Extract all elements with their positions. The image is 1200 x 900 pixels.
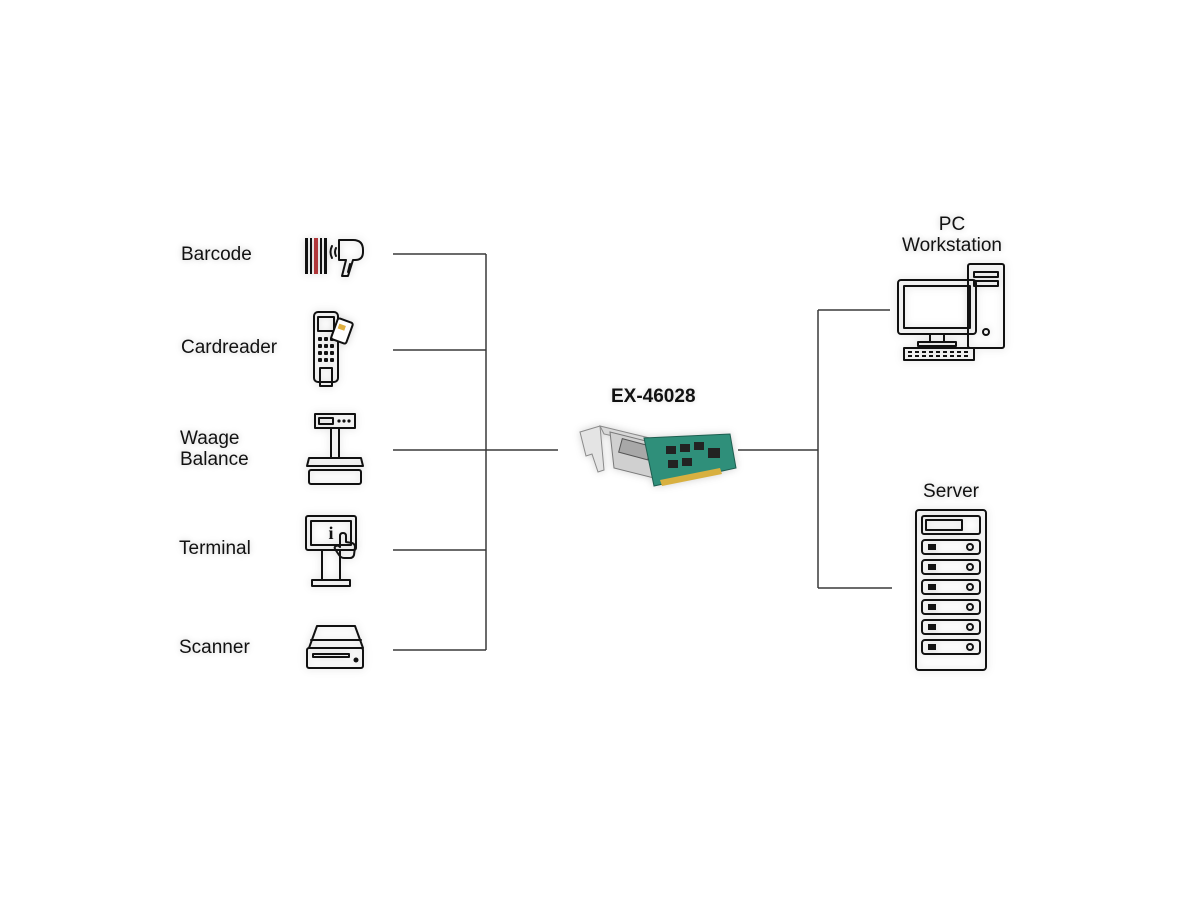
card-reader-icon (313, 311, 354, 387)
target-label-server: Server (923, 481, 979, 502)
pc-workstation-icon (897, 263, 1005, 361)
device-connector-lines (393, 253, 558, 651)
scale-icon (306, 413, 364, 485)
flatbed-scanner-icon (306, 625, 364, 669)
target-label-pc-workstation: PC Workstation (902, 214, 1002, 256)
card-model-label: EX-46028 (611, 386, 696, 407)
device-label-cardreader: Cardreader (181, 337, 278, 358)
device-label-barcode: Barcode (181, 244, 252, 265)
svg-text:i: i (328, 523, 333, 543)
device-label-terminal: Terminal (179, 538, 251, 559)
host-connector-lines (738, 309, 892, 589)
barcode-scanner-icon (305, 238, 364, 277)
device-label-scale: Waage Balance (180, 428, 249, 470)
server-rack-icon (915, 509, 987, 671)
pcie-serial-card-icon (579, 425, 737, 487)
info-terminal-icon: i (305, 515, 357, 587)
device-label-scanner: Scanner (179, 637, 250, 658)
